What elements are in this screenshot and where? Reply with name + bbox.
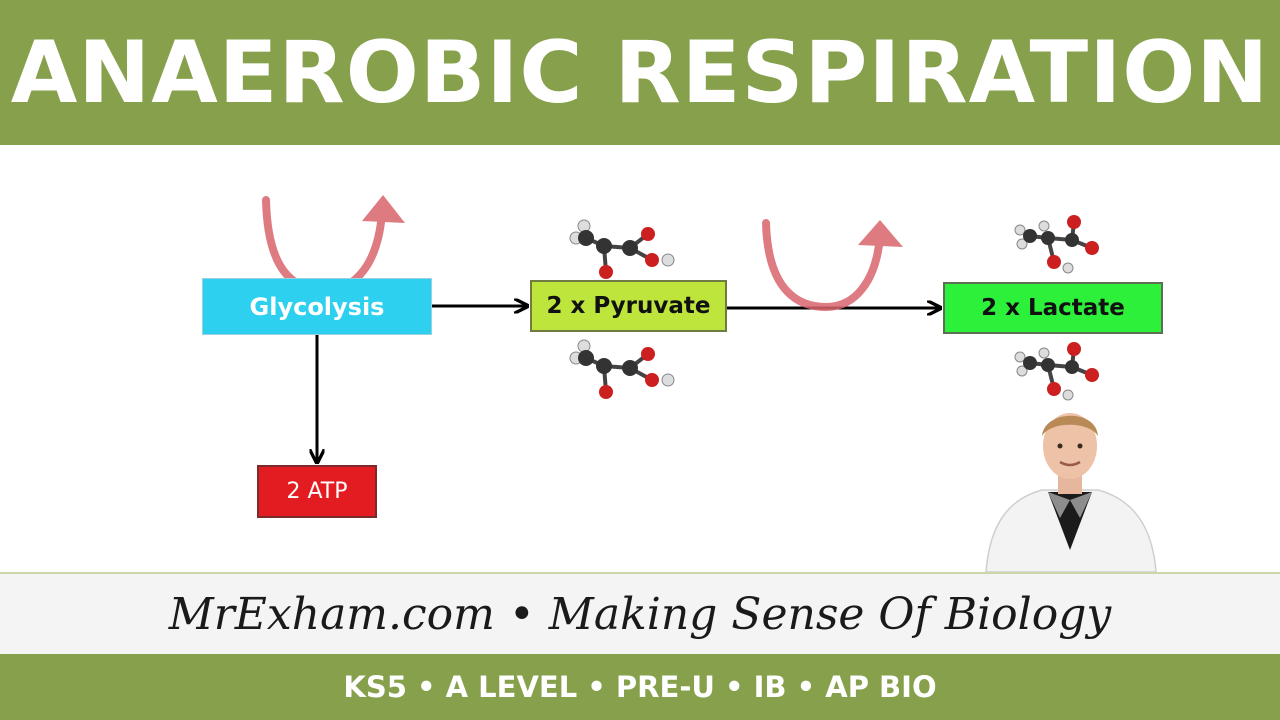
lactate-label: 2 x Lactate <box>981 295 1125 321</box>
pyruvate-label: 2 x Pyruvate <box>547 293 711 319</box>
levels-text: KS5 • A LEVEL • PRE-U • IB • AP BIO <box>343 670 936 704</box>
atp-box: 2 ATP <box>257 465 377 518</box>
tagline: MrExham.com • Making Sense Of Biology <box>169 589 1112 640</box>
glycolysis-box: Glycolysis <box>202 278 432 335</box>
glycolysis-label: Glycolysis <box>250 293 385 321</box>
levels-banner: KS5 • A LEVEL • PRE-U • IB • AP BIO <box>0 654 1280 720</box>
tagline-band: MrExham.com • Making Sense Of Biology <box>0 574 1280 654</box>
atp-label: 2 ATP <box>286 479 347 504</box>
title-banner: ANAEROBIC RESPIRATION <box>0 0 1280 145</box>
lactate-molecule-icon-2 <box>1015 342 1099 400</box>
presenter-photo <box>982 400 1158 572</box>
pyruvate-molecule-icon-2 <box>570 340 674 399</box>
page-title: ANAEROBIC RESPIRATION <box>11 23 1270 123</box>
cycle-arrow-icon-1 <box>266 195 405 290</box>
lactate-molecule-icon-1 <box>1015 215 1099 273</box>
pyruvate-molecule-icon-1 <box>570 220 674 279</box>
cycle-arrow-icon-2 <box>766 220 903 307</box>
pyruvate-box: 2 x Pyruvate <box>530 280 727 332</box>
respiration-diagram: Glycolysis 2 x Pyruvate 2 x Lactate 2 AT… <box>0 145 1280 573</box>
lactate-box: 2 x Lactate <box>943 282 1163 334</box>
